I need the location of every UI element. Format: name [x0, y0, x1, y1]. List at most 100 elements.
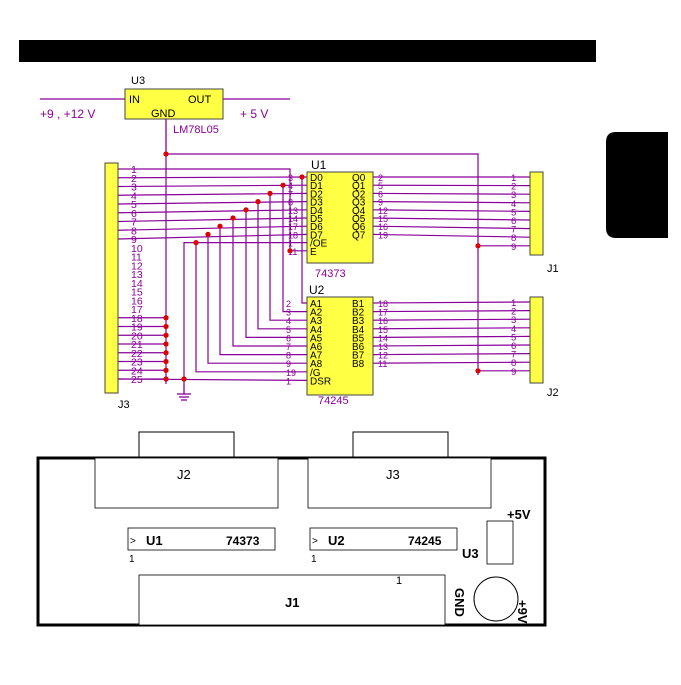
- u1-right-pin: Q3: [352, 198, 366, 209]
- board-u2-pin1: 1: [311, 554, 317, 565]
- j1-pin-label: 8: [511, 233, 516, 244]
- u3-body: [124, 88, 224, 120]
- u1-left-pin: D7: [310, 230, 323, 241]
- u1-right-pin: Q2: [352, 189, 366, 200]
- j3-pin-label: 19: [131, 322, 143, 334]
- j3-pin-label: 1: [131, 164, 137, 176]
- u1-bus-to-u2: [301, 177, 307, 304]
- u2-right-num: 15: [378, 325, 388, 335]
- j3-pin-label: 11: [131, 252, 142, 264]
- j3-to-u1-data: [117, 209, 308, 214]
- u1-right-pin: Q0: [352, 173, 366, 184]
- junction-dot: [163, 323, 169, 330]
- u3-part: LM78L05: [173, 124, 219, 136]
- j3-pin-label: 3: [131, 182, 137, 194]
- u2-right-num: 11: [378, 359, 387, 369]
- j2-pin-label: 6: [511, 341, 516, 352]
- u2-left-pin: A1: [310, 299, 323, 310]
- u1-to-j1: [372, 217, 531, 221]
- j2-pin-label: 8: [511, 358, 516, 369]
- j1-pin-label: 1: [511, 173, 516, 184]
- j1-pin-label: 3: [511, 190, 516, 201]
- u1-bus-to-u2: [257, 201, 307, 330]
- u1-right-pin: Q4: [352, 206, 366, 217]
- junction-dot: [181, 376, 187, 382]
- u1-left-pin: D5: [310, 214, 323, 225]
- u2-right-pin: B6: [352, 342, 365, 353]
- board-plus9v-label: +9V: [515, 600, 530, 624]
- u2-left-num: 1: [286, 376, 291, 386]
- ground-symbol: [177, 384, 191, 401]
- u3-input-label: +9 , +12 V: [40, 107, 95, 121]
- u1-left-pin: D1: [310, 181, 323, 192]
- u2-left-pin: A7: [310, 351, 323, 362]
- j3-pin-label: 13: [131, 269, 143, 281]
- junction-dot: [205, 231, 211, 237]
- junction-dot: [163, 315, 169, 321]
- u2-ref: U2: [309, 283, 325, 297]
- u1-bus-to-u2: [245, 209, 307, 338]
- j3-strobe-to-e: [118, 168, 307, 252]
- u2-part: 74245: [318, 395, 349, 407]
- u1-left-num: 8: [288, 198, 293, 208]
- u1-left-pin: E: [310, 247, 317, 258]
- chip-u1: U1 74373 D03D14D27D38D413D514D617D718/OE…: [288, 158, 388, 280]
- board-u2-marker: >: [312, 536, 318, 547]
- j3-pin-label: 12: [131, 260, 143, 272]
- board-u2: [309, 527, 458, 551]
- j3-pin-label: 21: [131, 339, 143, 351]
- u1-bus-to-u2: [207, 234, 307, 364]
- j3-ref: J3: [118, 399, 130, 411]
- u2-left-num: 4: [286, 316, 291, 326]
- j3-to-u1-data: [117, 184, 308, 188]
- board-j3-shell: [352, 431, 449, 460]
- oe-to-gnd: [183, 242, 307, 384]
- wires: [117, 153, 531, 384]
- j3-pin-label: 8: [131, 225, 137, 237]
- u1-to-j1: [372, 225, 531, 230]
- j3-to-u1-data: [117, 233, 308, 240]
- u2-to-j2: [372, 310, 531, 313]
- u1-to-j1: [372, 192, 531, 195]
- j3-to-u1-data: [117, 176, 308, 179]
- u2-right-pin: B4: [352, 325, 365, 336]
- u1-left-num: 3: [288, 173, 293, 183]
- u1-left-pin: D4: [310, 206, 323, 217]
- u2-to-j2: [372, 327, 531, 330]
- junction-dot: [163, 341, 169, 347]
- u1-left-num: 4: [288, 181, 293, 191]
- u2-left-num: 3: [286, 308, 291, 318]
- j3-pin-label: 2: [131, 173, 137, 185]
- j2-ref: J2: [547, 387, 559, 399]
- u2-left-pin: DSR: [310, 376, 331, 387]
- j3-to-u1-data: [117, 201, 308, 205]
- u2-left-num: 2: [286, 299, 291, 309]
- j3-pin-label: 6: [131, 208, 137, 220]
- u2-to-j2: [372, 335, 531, 338]
- j2-pin-label: 9: [511, 367, 516, 378]
- junction-dot: [230, 215, 236, 221]
- board-j1-pin1: 1: [396, 575, 402, 587]
- j3-to-u1-data: [117, 192, 308, 196]
- board-u1-pin1: 1: [129, 554, 135, 565]
- u2-left-pin: A2: [310, 308, 323, 319]
- junction-dots: [163, 151, 481, 382]
- u2-left-pin: A8: [310, 359, 323, 370]
- u2-right-num: 14: [378, 333, 388, 343]
- board-j1: [138, 574, 446, 626]
- junction-dot: [267, 190, 273, 196]
- u1-right-num: 15: [378, 214, 388, 224]
- u2-left-pin: A6: [310, 342, 323, 353]
- u1-left-num: 13: [288, 206, 298, 216]
- u2-left-pin: A4: [310, 325, 323, 336]
- u2-left-num: 5: [286, 325, 291, 335]
- junction-dot: [193, 240, 199, 246]
- junction-dot: [163, 376, 169, 382]
- u1-right-num: 19: [378, 230, 388, 240]
- chip-u2: U2 74245 A12A23A34A45A56A67A78A89/G19DSR…: [286, 283, 388, 407]
- vcc-rail: [166, 153, 479, 375]
- board-j2: [94, 457, 279, 509]
- u1-left-num: 1: [288, 239, 293, 249]
- u2-to-j2: [372, 318, 531, 321]
- u2-left-num: 19: [286, 368, 296, 378]
